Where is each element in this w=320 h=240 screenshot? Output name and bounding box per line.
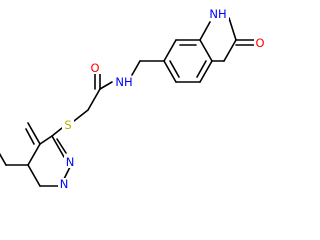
bond bbox=[56, 138, 67, 154]
atom-label-n1: N bbox=[66, 155, 75, 169]
atom-label-n2: N bbox=[60, 177, 69, 191]
bond bbox=[163, 39, 177, 62]
molecule-svg: O NH NH O S N N bbox=[0, 7, 266, 191]
bond bbox=[87, 88, 101, 111]
bond bbox=[39, 135, 53, 145]
bond bbox=[25, 128, 35, 145]
bond bbox=[51, 135, 65, 158]
bond bbox=[199, 21, 211, 41]
bond bbox=[51, 127, 63, 137]
bond bbox=[27, 164, 41, 187]
bond bbox=[0, 152, 7, 166]
bond bbox=[199, 39, 213, 62]
atom-labels: O NH NH O S N N bbox=[58, 7, 266, 191]
bond bbox=[27, 143, 41, 166]
atom-label-s: S bbox=[64, 118, 71, 132]
bonds bbox=[0, 17, 255, 187]
atom-label-o-amide: O bbox=[90, 61, 99, 75]
atom-label-o-lactam: O bbox=[255, 36, 264, 50]
molecule-structure: O NH NH O S N N bbox=[0, 7, 266, 191]
bond bbox=[131, 60, 141, 76]
bond bbox=[196, 60, 207, 78]
atom-label-nh-lactam: NH bbox=[209, 7, 226, 21]
bond bbox=[223, 39, 237, 62]
bond bbox=[169, 60, 180, 78]
atom-label-nh-amide: NH bbox=[115, 75, 132, 89]
bond bbox=[228, 17, 237, 41]
bond bbox=[163, 60, 177, 83]
bond bbox=[99, 81, 113, 90]
bond bbox=[199, 60, 213, 83]
bond bbox=[27, 122, 41, 145]
bond bbox=[63, 166, 71, 180]
bond bbox=[73, 109, 89, 122]
